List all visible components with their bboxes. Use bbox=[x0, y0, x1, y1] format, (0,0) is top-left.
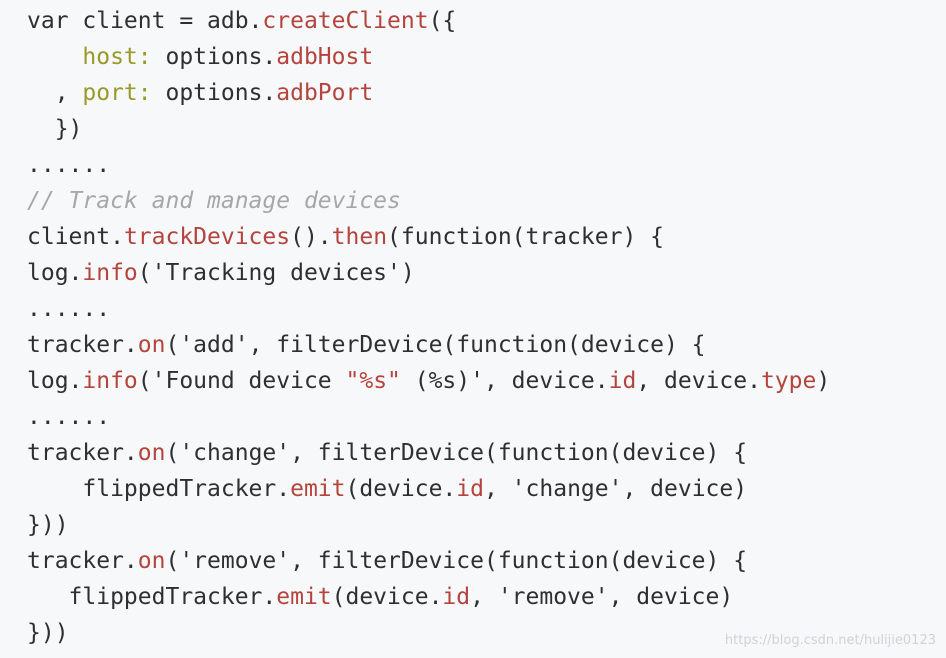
code-token: , device. bbox=[636, 368, 761, 394]
code-line: host: options.adbHost bbox=[27, 39, 830, 75]
code-token: log. bbox=[27, 260, 83, 286]
function-token: createClient bbox=[262, 8, 429, 34]
code-token: ({ bbox=[428, 8, 457, 34]
function-token: on bbox=[137, 332, 166, 358]
code-token: ('Found device bbox=[137, 368, 346, 394]
function-token: adbHost bbox=[276, 44, 374, 70]
code-token: log. bbox=[27, 368, 83, 394]
function-token: on bbox=[137, 440, 166, 466]
code-line: log.info('Tracking devices') bbox=[27, 255, 830, 291]
code-line: client.trackDevices().then(function(trac… bbox=[27, 219, 830, 255]
code-token bbox=[27, 44, 82, 70]
code-line: // Track and manage devices bbox=[27, 183, 830, 219]
code-line: ...... bbox=[27, 399, 830, 435]
code-block: var client = adb.createClient({ host: op… bbox=[27, 3, 830, 651]
code-token: ('add', filterDevice(function(device) { bbox=[165, 332, 706, 358]
code-token: }) bbox=[27, 116, 83, 142]
code-token: (%s)', device. bbox=[400, 368, 609, 394]
code-token: flippedTracker. bbox=[27, 584, 277, 610]
code-token: , 'remove', device) bbox=[470, 584, 734, 610]
code-line: })) bbox=[27, 615, 830, 651]
function-token: info bbox=[82, 368, 138, 394]
code-token: })) bbox=[27, 512, 69, 538]
code-line: tracker.on('add', filterDevice(function(… bbox=[27, 327, 830, 363]
code-line: flippedTracker.emit(device.id, 'change',… bbox=[27, 471, 830, 507]
code-token: ...... bbox=[27, 152, 111, 178]
string-token: "%s" bbox=[345, 368, 401, 394]
code-token: client. bbox=[27, 224, 124, 250]
code-token: tracker. bbox=[27, 548, 138, 574]
function-token: adbPort bbox=[276, 80, 374, 106]
function-token: id bbox=[608, 368, 637, 394]
code-line: }) bbox=[27, 111, 830, 147]
code-token: (). bbox=[290, 224, 332, 250]
function-token: on bbox=[137, 548, 166, 574]
function-token: info bbox=[82, 260, 138, 286]
code-token: (device. bbox=[331, 584, 443, 610]
code-token: , bbox=[27, 80, 83, 106]
function-token: type bbox=[760, 368, 817, 394]
function-token: id bbox=[456, 476, 484, 502]
code-token: flippedTracker. bbox=[27, 476, 291, 502]
code-token: ) bbox=[816, 368, 831, 394]
code-line: log.info('Found device "%s" (%s)', devic… bbox=[27, 363, 830, 399]
code-token: (function(tracker) { bbox=[387, 224, 664, 250]
code-token: })) bbox=[27, 620, 69, 646]
function-token: emit bbox=[276, 584, 332, 610]
code-token: var client = adb. bbox=[27, 8, 263, 34]
code-line: })) bbox=[27, 507, 830, 543]
code-line: flippedTracker.emit(device.id, 'remove',… bbox=[27, 579, 830, 615]
code-line: tracker.on('change', filterDevice(functi… bbox=[27, 435, 830, 471]
key-token: host: bbox=[82, 44, 152, 70]
function-token: trackDevices bbox=[123, 224, 291, 250]
function-token: emit bbox=[290, 476, 346, 502]
code-token: ('Tracking devices') bbox=[137, 260, 415, 286]
function-token: then bbox=[331, 224, 388, 250]
code-token: tracker. bbox=[27, 440, 138, 466]
comment-token: // Track and manage devices bbox=[27, 188, 401, 214]
code-token: ('change', filterDevice(function(device)… bbox=[165, 440, 748, 466]
code-line: var client = adb.createClient({ bbox=[27, 3, 830, 39]
code-token: ...... bbox=[27, 296, 111, 322]
code-token: options. bbox=[151, 80, 277, 106]
code-token: ('remove', filterDevice(function(device)… bbox=[165, 548, 748, 574]
code-line: tracker.on('remove', filterDevice(functi… bbox=[27, 543, 830, 579]
code-token: (device. bbox=[345, 476, 457, 502]
watermark: https://blog.csdn.net/hulijie0123 bbox=[724, 633, 936, 648]
code-line: ...... bbox=[27, 291, 830, 327]
code-line: , port: options.adbPort bbox=[27, 75, 830, 111]
key-token: port: bbox=[82, 80, 152, 106]
code-token: ...... bbox=[27, 404, 111, 430]
code-token: , 'change', device) bbox=[483, 476, 748, 502]
code-line: ...... bbox=[27, 147, 830, 183]
code-token: tracker. bbox=[27, 332, 138, 358]
code-token: options. bbox=[151, 44, 277, 70]
function-token: id bbox=[442, 584, 471, 610]
